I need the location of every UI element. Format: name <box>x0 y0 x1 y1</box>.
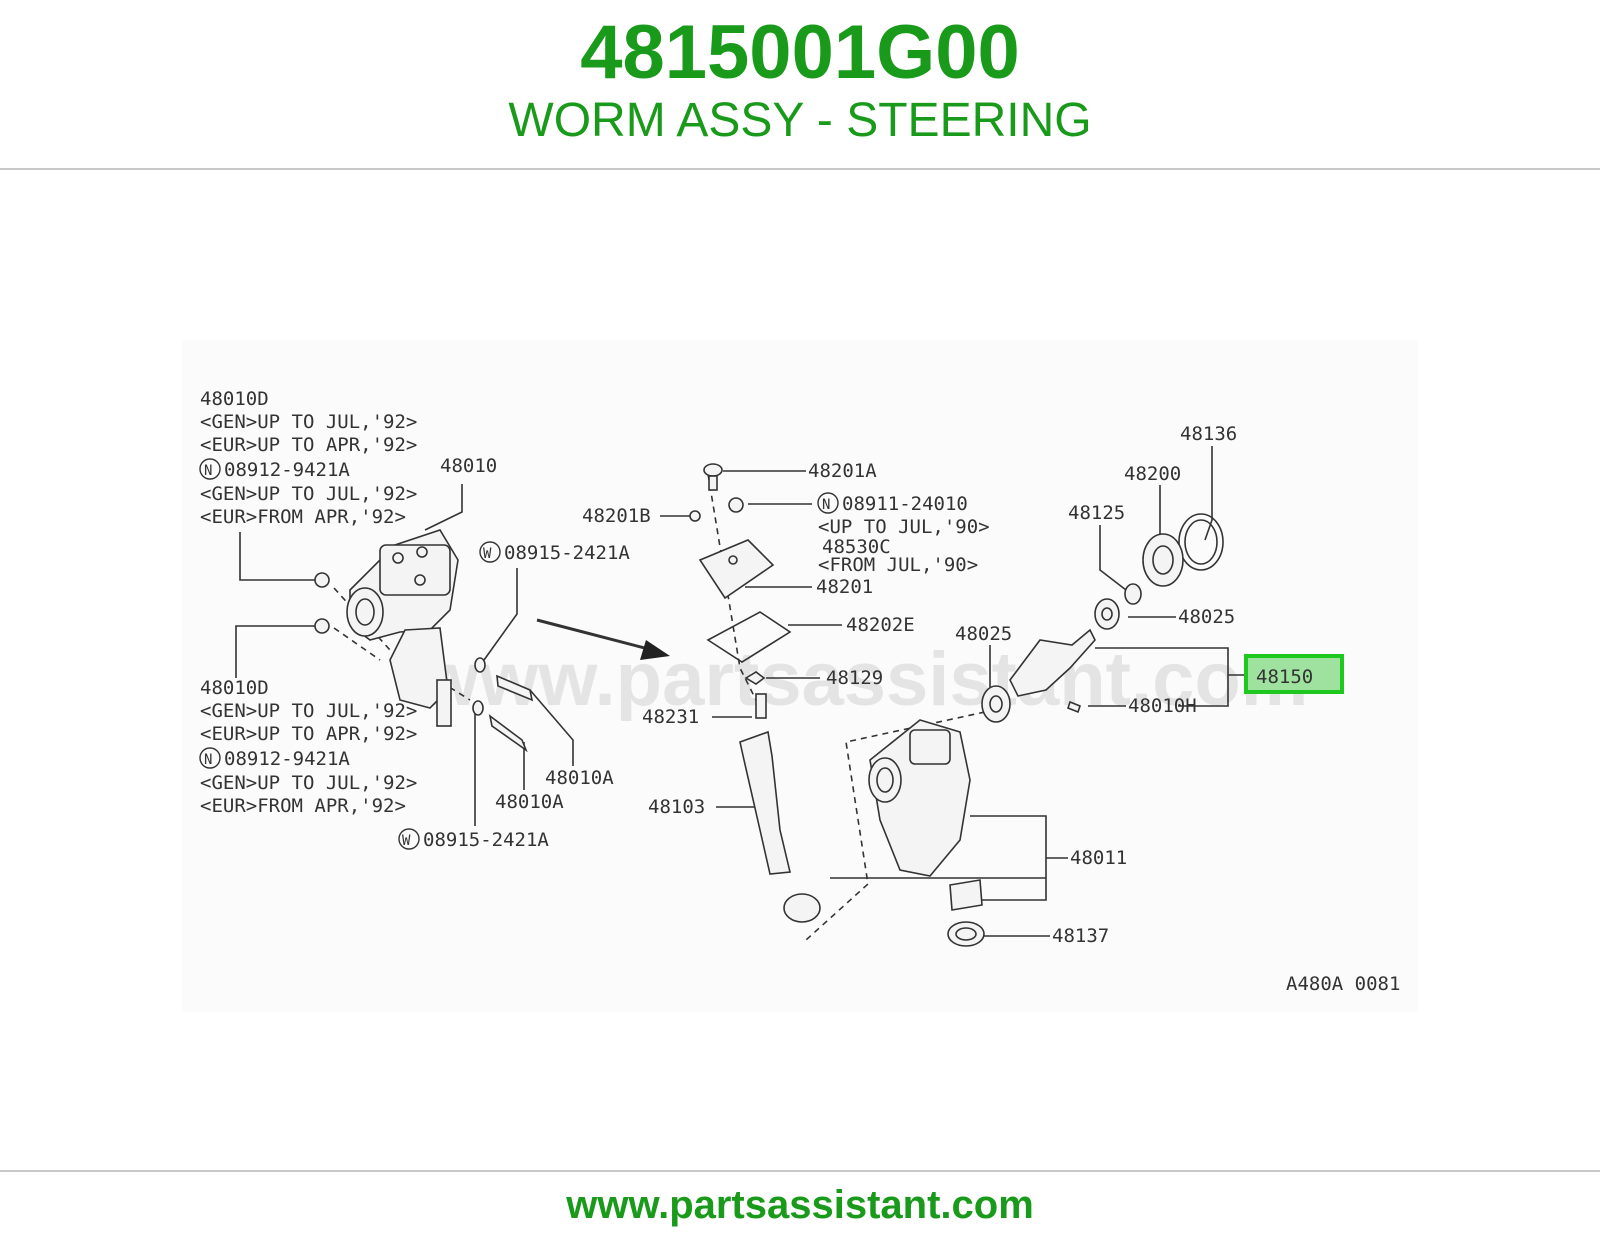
circle-marker-n-top <box>199 458 221 480</box>
note-bot-eur: <EUR>UP TO APR,'92> <box>200 723 417 745</box>
leader-48125 <box>1099 525 1127 591</box>
bracket-48011 <box>970 815 1047 901</box>
direction-arrow-head <box>640 640 670 660</box>
circle-marker-n-bot <box>199 747 221 769</box>
circle-marker-w-top <box>479 541 501 563</box>
callout-48200: 48200 <box>1124 463 1181 485</box>
callout-w-part-bot: 08915-2421A <box>423 829 549 851</box>
callout-48025-left: 48025 <box>955 623 1012 645</box>
callout-48202e: 48202E <box>846 614 915 636</box>
callout-48137: 48137 <box>1052 925 1109 947</box>
header-divider <box>0 168 1600 170</box>
leader-48010d-top <box>239 532 320 581</box>
callout-48530c: 48530C <box>822 536 891 558</box>
circle-marker-n-mid <box>817 492 839 514</box>
callout-48010h: 48010H <box>1128 695 1197 717</box>
callout-48025-right: 48025 <box>1178 606 1235 628</box>
note-bot-gen: <GEN>UP TO JUL,'92> <box>200 700 417 722</box>
note-bot-n-gen: <GEN>UP TO JUL,'92> <box>200 772 417 794</box>
part-name-subtitle: WORM ASSY - STEERING <box>508 94 1092 147</box>
callout-n-part-top: 08912-9421A <box>224 459 350 481</box>
page-header: 4815001G00 WORM ASSY - STEERING <box>0 0 1600 168</box>
circle-letter-n-mid: N <box>822 497 830 513</box>
leader-48136 <box>1204 446 1213 541</box>
callout-48129: 48129 <box>826 667 883 689</box>
gearbox-assembly-left <box>314 529 534 753</box>
leader-48010d-bot <box>235 625 320 678</box>
part-number-title: 4815001G00 <box>580 10 1020 95</box>
callout-48010a-1: 48010A <box>545 767 614 789</box>
circle-letter-w-top: W <box>483 546 492 562</box>
leader-48010 <box>424 484 463 531</box>
watermark-text: www.partsassistant.com <box>419 637 1308 722</box>
note-top-eur: <EUR>UP TO APR,'92> <box>200 434 417 456</box>
callout-48201: 48201 <box>816 576 873 598</box>
note-top-n-eur: <EUR>FROM APR,'92> <box>200 506 406 528</box>
note-mid-from: <FROM JUL,'90> <box>818 554 978 576</box>
callout-w-part-top: 08915-2421A <box>504 542 630 564</box>
direction-arrow-shaft <box>536 618 661 654</box>
note-top-gen: <GEN>UP TO JUL,'92> <box>200 411 417 433</box>
note-top-n-gen: <GEN>UP TO JUL,'92> <box>200 483 417 505</box>
callout-48011: 48011 <box>1070 847 1127 869</box>
callout-48010d-top: 48010D <box>200 388 269 410</box>
sector-cover-parts <box>689 463 821 923</box>
highlighted-part-box[interactable] <box>1244 654 1344 694</box>
circle-letter-n-bot: N <box>204 752 212 768</box>
callout-48125: 48125 <box>1068 502 1125 524</box>
callout-48201b: 48201B <box>582 505 651 527</box>
note-bot-n-eur: <EUR>FROM APR,'92> <box>200 795 406 817</box>
note-mid-upto: <UP TO JUL,'90> <box>818 516 990 538</box>
callout-48010a-2: 48010A <box>495 791 564 813</box>
circle-marker-w-bot <box>398 828 420 850</box>
callout-48010d-bot: 48010D <box>200 677 269 699</box>
leader-w-top <box>483 568 518 661</box>
circle-letter-w-bot: W <box>402 833 411 849</box>
callout-n-part-bot: 08912-9421A <box>224 748 350 770</box>
footer-divider <box>0 1170 1600 1172</box>
bracket-48150 <box>1095 647 1229 707</box>
circle-letter-n-top: N <box>204 463 212 479</box>
worm-assembly-right <box>868 513 1224 947</box>
leader-48010a-1 <box>529 689 574 766</box>
callout-48201a: 48201A <box>808 460 877 482</box>
callout-48136: 48136 <box>1180 423 1237 445</box>
callout-48103: 48103 <box>648 796 705 818</box>
footer-website-link[interactable]: www.partsassistant.com <box>566 1183 1034 1227</box>
callout-n-part-mid: 08911-24010 <box>842 493 968 515</box>
dash-mid <box>707 473 757 701</box>
dash-left-2 <box>333 627 381 661</box>
diagram-code: A480A 0081 <box>1286 973 1400 995</box>
callout-48231: 48231 <box>642 706 699 728</box>
callout-48150[interactable]: 48150 <box>1256 666 1313 688</box>
callout-48010: 48010 <box>440 455 497 477</box>
